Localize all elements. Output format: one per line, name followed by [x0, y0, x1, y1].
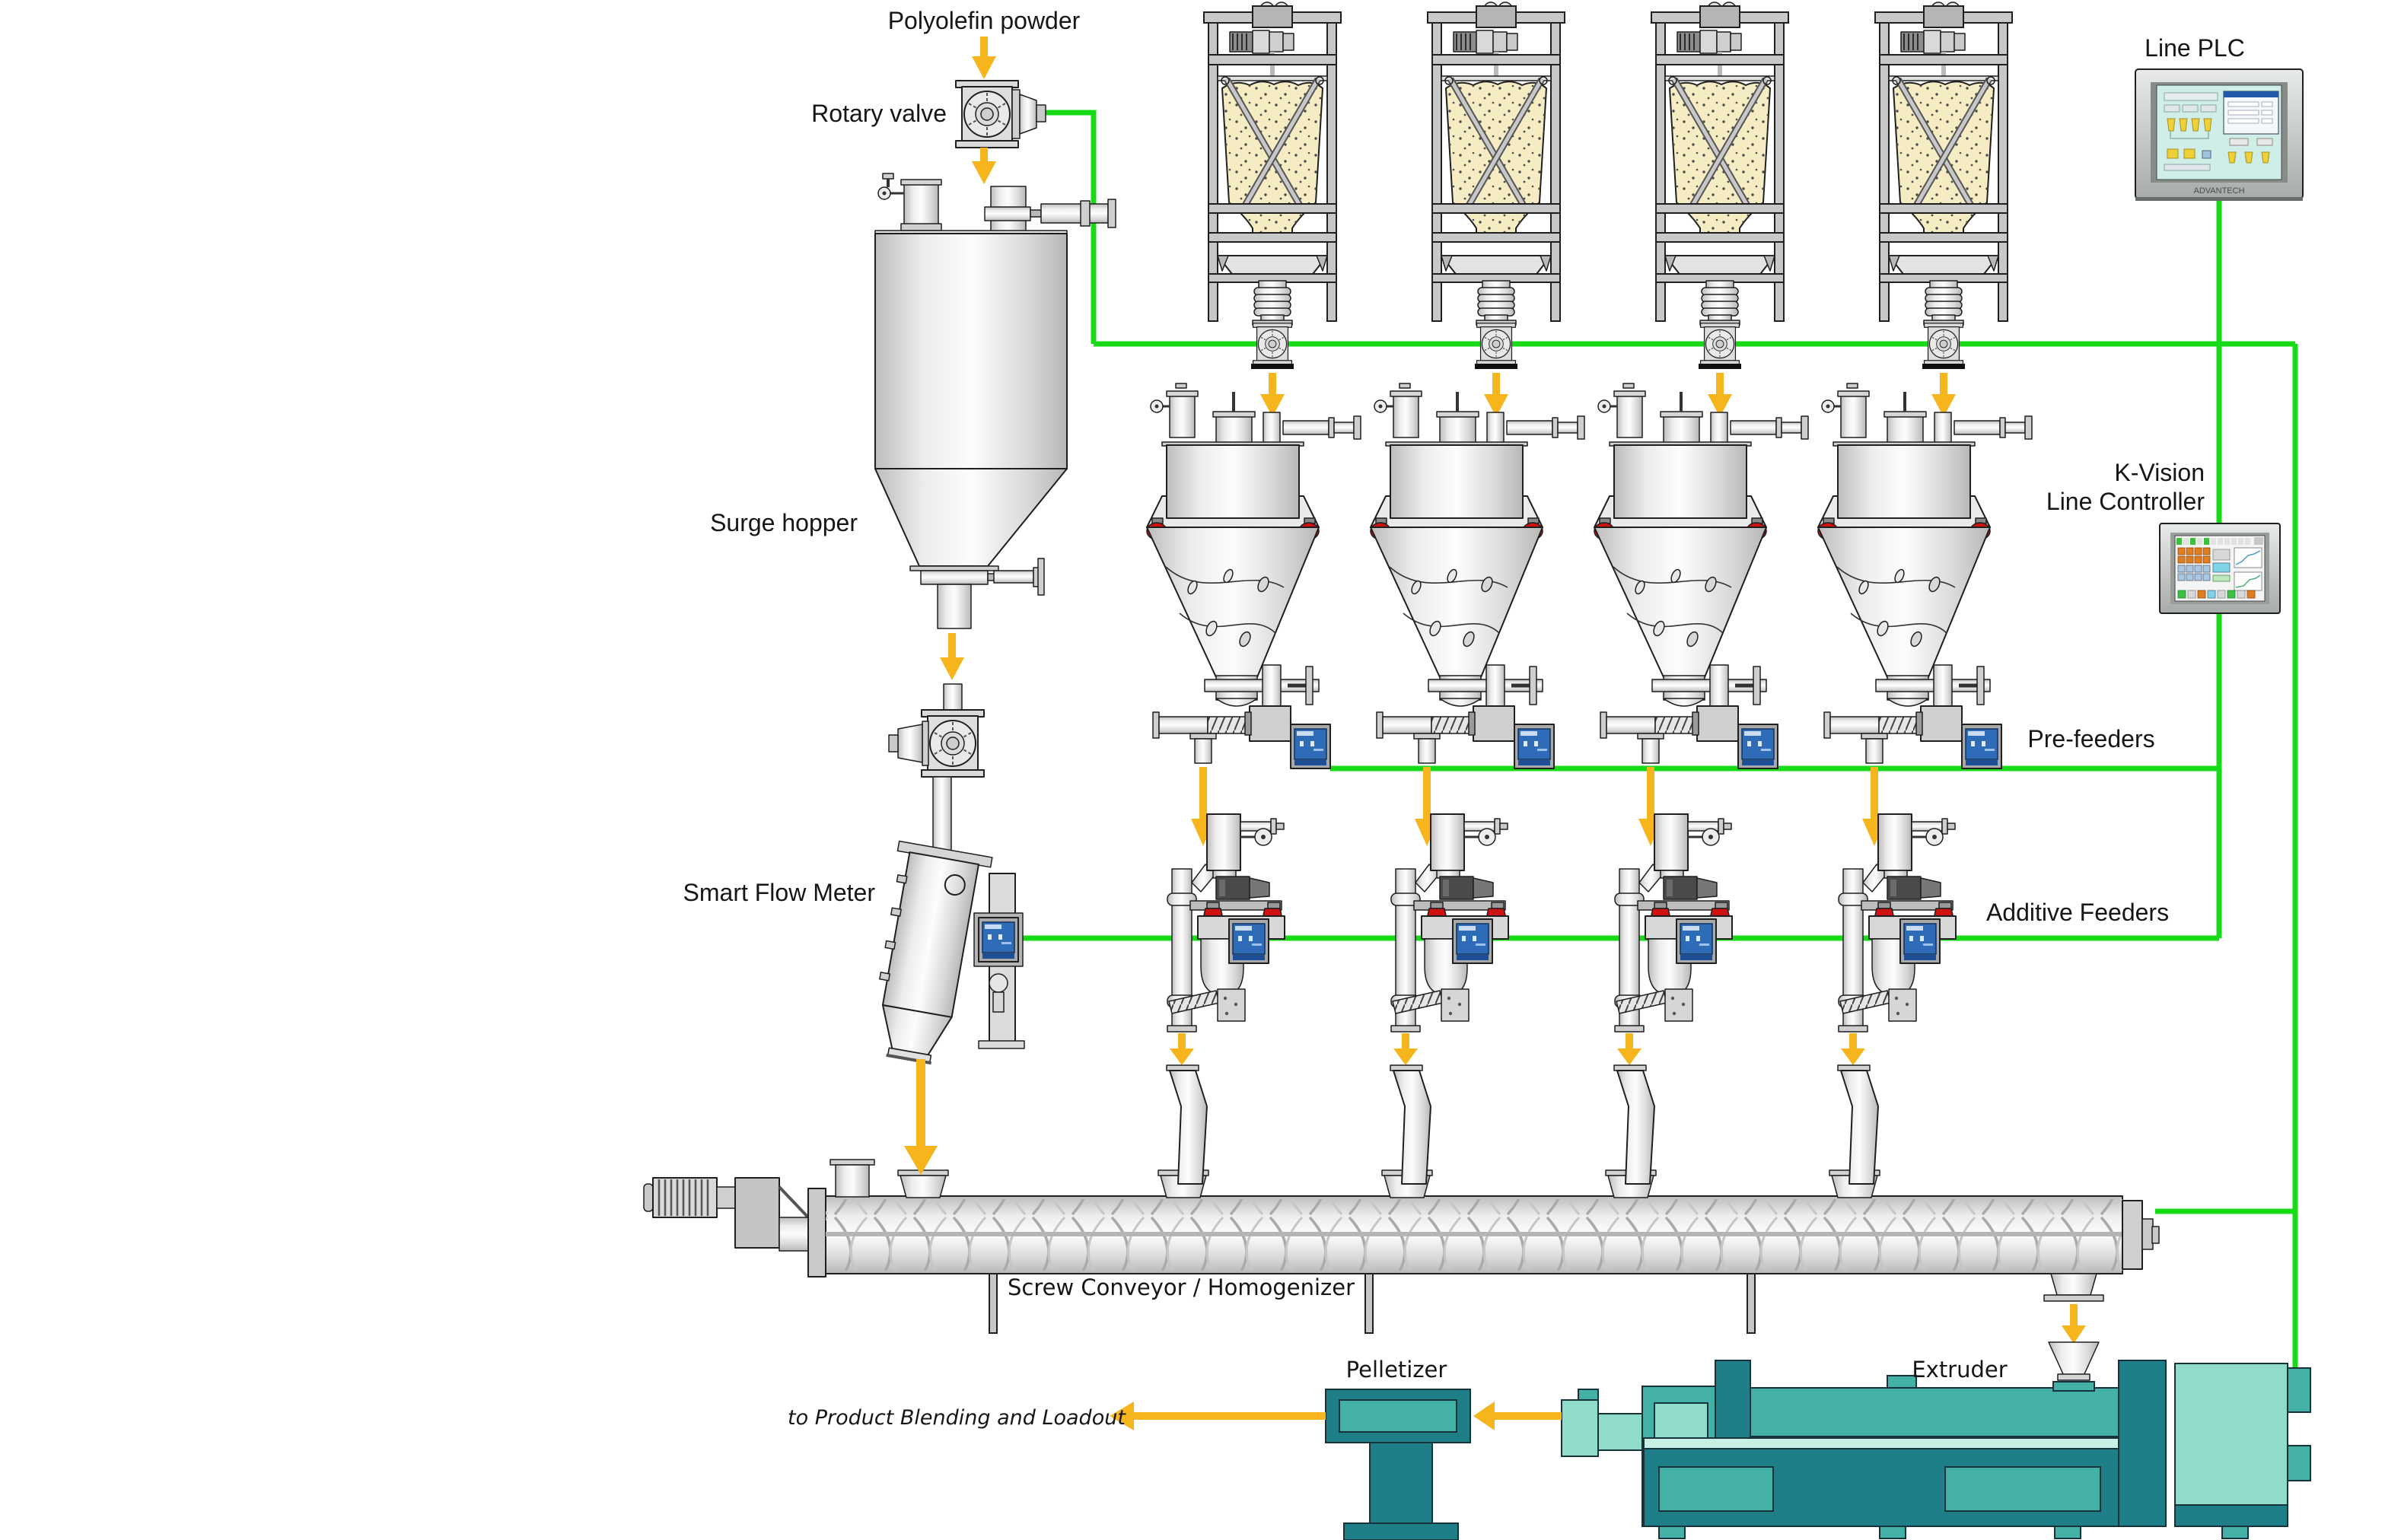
extruder [1561, 1341, 2311, 1539]
smart-flow-meter [879, 776, 1025, 1065]
line-plc-screen: ADVANTECH [2135, 68, 2304, 201]
line-4 [1818, 2, 2032, 1184]
pre-feeder-3 [1594, 383, 1808, 846]
labels: Polyolefin powder Rotary valve Surge hop… [683, 7, 2245, 1430]
line-1 [1147, 2, 1361, 1184]
additive-feeder-2 [1390, 814, 1508, 1184]
additive-feeder-3 [1614, 814, 1732, 1184]
kvision-label-1: K-Vision [2114, 459, 2205, 486]
screw-conveyor-label: Screw Conveyor / Homogenizer [1008, 1274, 1355, 1300]
plc-mimic-window [2223, 91, 2279, 164]
arrow-pelletizer-to-loadout [1110, 1402, 1326, 1430]
plc-brand: ADVANTECH [2193, 186, 2244, 196]
arrow-surge-to-valve [940, 633, 964, 680]
rotary-valve [955, 80, 1046, 148]
plc-mimic-hoppers [2164, 118, 2212, 171]
wire-rotary-valve [1046, 110, 1097, 344]
kvision-status-strip [2176, 537, 2263, 545]
arrow-conveyor-to-extruder [2062, 1304, 2086, 1344]
kvision-button-grid [2177, 547, 2231, 582]
pre-feeder-1 [1147, 383, 1361, 846]
feed-arrow-powder [972, 37, 996, 79]
arrow-flowmeter-to-conveyor [904, 1059, 938, 1175]
kvision-trend-charts [2234, 547, 2262, 591]
conveyor-outlet [2050, 1273, 2097, 1296]
k-vision-controller-screen [2159, 523, 2281, 614]
big-bag-unloader-3 [1651, 2, 1788, 417]
rotary-valve-label: Rotary valve [811, 100, 947, 127]
smart-flow-meter-label: Smart Flow Meter [683, 879, 876, 906]
pre-feeder-4 [1818, 383, 2032, 846]
conveyor-port-flowmeter [897, 1169, 949, 1176]
arrow-extruder-to-pelletizer [1473, 1402, 1562, 1430]
additive-feeder-1 [1167, 814, 1285, 1184]
additive-feeders-label: Additive Feeders [1986, 899, 2169, 926]
feed-arrow-to-surge [972, 148, 996, 184]
loadout-label: to Product Blending and Loadout [788, 1406, 1126, 1430]
pre-feeders-label: Pre-feeders [2027, 725, 2154, 752]
pelletizer [1325, 1389, 1471, 1540]
surge-hopper-label: Surge hopper [710, 509, 858, 536]
pre-feeder-2 [1371, 383, 1584, 846]
kvision-label-2: Line Controller [2046, 488, 2205, 515]
line-2 [1371, 2, 1584, 1184]
big-bag-unloader-4 [1875, 2, 2012, 417]
screw-conveyor [643, 1159, 2160, 1334]
big-bag-unloader-1 [1204, 2, 1341, 417]
additive-feeder-4 [1838, 814, 1956, 1184]
big-bag-unloader-2 [1428, 2, 1565, 417]
extruder-label: Extruder [1912, 1357, 2007, 1382]
line-plc-label: Line PLC [2145, 34, 2245, 62]
pelletizer-label: Pelletizer [1346, 1357, 1447, 1382]
conveyor-motor-fins [658, 1179, 709, 1216]
polyolefin-powder-label: Polyolefin powder [888, 7, 1081, 34]
surge-rotary-valve [888, 683, 985, 778]
conveyor-port-vent [829, 1159, 875, 1166]
line-3 [1594, 2, 1808, 1184]
surge-hopper [874, 173, 1116, 629]
extruder-feed-pedestal [2052, 1381, 2095, 1392]
flow-meter-controller [978, 917, 1019, 963]
kvision-bottom-buttons [2177, 590, 2256, 599]
extruder-feed-hopper [2048, 1341, 2100, 1376]
